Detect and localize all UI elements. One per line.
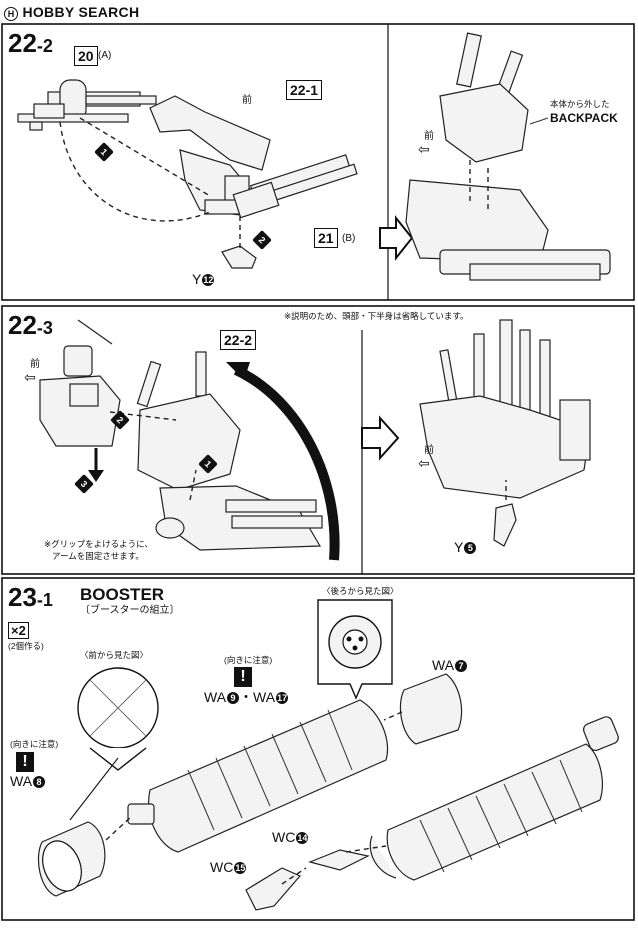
torso-with-backpack xyxy=(419,319,591,499)
wc14-part xyxy=(308,849,370,871)
gatling-gun-b xyxy=(232,154,358,219)
step-number: 22-2 xyxy=(8,28,53,58)
grip-note: アームを固定させます。 xyxy=(52,551,144,561)
transition-arrow xyxy=(361,415,400,461)
front-indicator: 前 xyxy=(242,95,252,106)
front-indicator: 前 xyxy=(424,445,434,456)
panel-frame-22-2 xyxy=(1,23,635,301)
part-suffix: (B) xyxy=(342,233,356,244)
backpack-assembly xyxy=(405,32,611,281)
order-marker-2: 2 xyxy=(252,229,272,250)
rear-view-label: 〈後ろから見た図〉 xyxy=(322,586,399,596)
panel-frame-23-1 xyxy=(1,577,635,921)
part-y12 xyxy=(221,245,257,269)
booster-body-right xyxy=(369,716,619,881)
section-subtitle: 〔ブースターの組立〕 xyxy=(80,605,180,616)
caution-icon: ! xyxy=(16,752,34,772)
front-arrow-icon: ⇦ xyxy=(418,455,430,471)
panel-frame-22-3 xyxy=(1,305,635,575)
wc15-part xyxy=(245,867,301,911)
order-marker-1: 1 xyxy=(198,453,218,474)
removed-note: 本体から外した xyxy=(550,99,610,109)
front-indicator: 前 xyxy=(424,131,434,142)
front-view-label: 〈前から見た図〉 xyxy=(80,650,149,660)
step-number: 23-1 xyxy=(8,582,53,612)
front-arrow-icon: ⇦ xyxy=(24,369,36,385)
front-arrow-icon: ⇦ xyxy=(418,141,430,157)
step-number: 22-3 xyxy=(8,310,53,340)
part-y5 xyxy=(493,503,517,547)
front-indicator: 前 xyxy=(30,359,40,370)
caution-icon: ! xyxy=(234,667,252,687)
booster-body-left xyxy=(127,699,389,853)
logo-icon: H xyxy=(4,7,18,21)
part-label-22-1: 22-1 xyxy=(286,80,323,100)
section-title: BOOSTER xyxy=(80,585,165,604)
part-label-21: 21 xyxy=(314,228,338,248)
part-label-20: 20 xyxy=(74,46,98,66)
caution-note: (向きに注意) xyxy=(224,655,273,665)
quantity-note: (2個作る) xyxy=(8,641,44,651)
part-label-22-2: 22-2 xyxy=(220,330,257,350)
backpack-with-guns xyxy=(136,351,323,551)
rotation-arrow xyxy=(233,365,340,561)
omission-note: ※説明のため、頭部・下半身は省略しています。 xyxy=(284,311,469,321)
order-marker-1: 1 xyxy=(94,141,114,162)
order-marker-3: 3 xyxy=(74,473,94,494)
hobby-search-watermark: H HOBBY SEARCH xyxy=(4,5,139,21)
ring-part xyxy=(399,673,463,745)
torso-assembly xyxy=(39,319,121,447)
grip-note: ※グリップをよけるように、 xyxy=(44,539,153,549)
transition-arrow xyxy=(379,215,414,261)
caution-note: (向きに注意) xyxy=(10,739,59,749)
quantity-badge: ×2 xyxy=(8,622,29,639)
gatling-gun-a xyxy=(17,79,157,131)
part-suffix: (A) xyxy=(98,50,112,61)
backpack-label: BACKPACK xyxy=(550,111,618,125)
order-marker-2: 2 xyxy=(110,409,130,430)
